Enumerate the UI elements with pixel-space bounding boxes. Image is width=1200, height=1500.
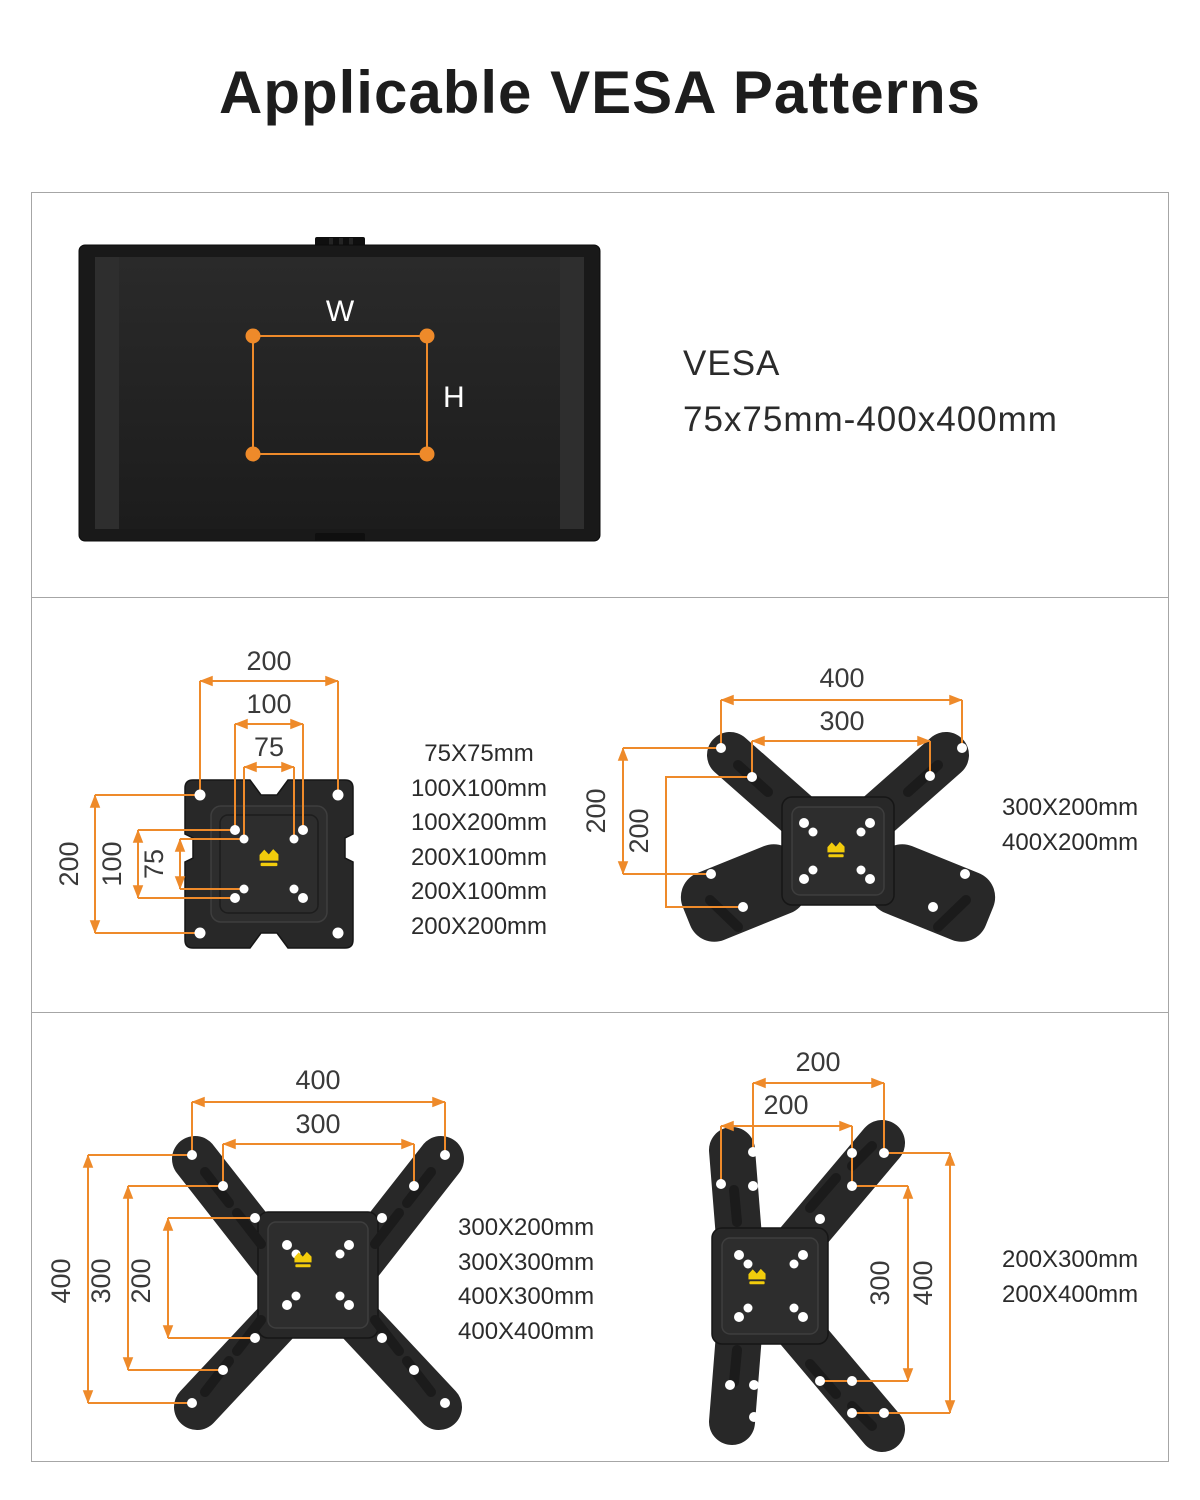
dim-label: 200 xyxy=(54,841,84,886)
vesa-range: 75x75mm-400x400mm xyxy=(683,400,1058,439)
dim-label: 300 xyxy=(86,1258,116,1303)
tv-back-graphic: W H xyxy=(78,237,601,542)
plate-x-body xyxy=(172,1136,464,1430)
dim-label: 400 xyxy=(295,1065,340,1095)
dim-label: 200 xyxy=(763,1090,808,1120)
vesa-size: 100X100mm xyxy=(410,774,548,802)
vesa-title: VESA xyxy=(683,344,781,383)
vesa-size: 200X300mm xyxy=(1002,1246,1139,1273)
vesa-size: 200X200mm xyxy=(410,912,548,940)
plate-tall-size-list: 200X300mm 200X400mm xyxy=(1002,1243,1138,1312)
dim-label: 200 xyxy=(581,788,611,833)
page-title: Applicable VESA Patterns xyxy=(219,59,981,126)
plate-wide-holes xyxy=(706,743,970,912)
plate-x-diagram: 400 300 400 300 200 xyxy=(46,1065,464,1430)
vesa-size: 200X100mm xyxy=(410,843,548,871)
vesa-size: 400X400mm xyxy=(458,1317,595,1345)
vesa-size: 400X200mm xyxy=(1002,828,1139,856)
vesa-hole-dot xyxy=(245,328,261,344)
plate-x-size-list: 300X200mm 300X300mm 400X300mm 400X400mm xyxy=(458,1211,594,1349)
dim-label: 200 xyxy=(624,808,654,853)
dim-label: 200 xyxy=(246,646,291,676)
vesa-hole-dot xyxy=(419,328,435,344)
plate-small-holes xyxy=(194,789,344,939)
height-label: H xyxy=(443,381,465,414)
dim-label: 200 xyxy=(126,1258,156,1303)
vesa-size: 200X400mm xyxy=(1002,1280,1139,1308)
dim-label: 300 xyxy=(295,1109,340,1139)
dim-label: 200 xyxy=(795,1047,840,1077)
dim-label: 100 xyxy=(246,689,291,719)
dim-label: 400 xyxy=(46,1258,76,1303)
plate-tall-holes xyxy=(716,1147,889,1422)
plate-small-diagram: 200 100 75 200 100 75 xyxy=(54,646,354,949)
vesa-size: 300X200mm xyxy=(1002,794,1139,821)
vesa-size: 400X300mm xyxy=(458,1283,595,1310)
vesa-size: 100X200mm xyxy=(410,809,548,836)
dim-label: 75 xyxy=(139,849,169,879)
dim-label: 300 xyxy=(865,1260,895,1305)
dim-label: 100 xyxy=(97,841,127,886)
dim-label: 400 xyxy=(908,1260,938,1305)
vesa-size: 300X300mm xyxy=(458,1248,595,1276)
plate-small-size-list: 75X75mm 100X100mm 100X200mm 200X100mm 20… xyxy=(396,737,562,944)
vesa-size: 75X75mm xyxy=(424,740,534,767)
vesa-pattern-rect xyxy=(252,335,428,455)
vesa-hole-dot xyxy=(419,446,435,462)
plate-tall-diagram: 200 200 300 400 xyxy=(709,1047,956,1452)
width-label: W xyxy=(326,295,355,328)
dim-label: 75 xyxy=(254,732,284,762)
vesa-size: 300X200mm xyxy=(458,1214,595,1241)
plate-wide-size-list: 300X200mm 400X200mm xyxy=(1002,791,1138,860)
vesa-range-block: VESA 75x75mm-400x400mm xyxy=(683,344,1058,440)
plate-wide-diagram: 400 300 200 200 xyxy=(581,663,996,942)
vesa-hole-dot xyxy=(245,446,261,462)
dim-label: 400 xyxy=(819,663,864,693)
dim-label: 300 xyxy=(819,706,864,736)
vesa-size: 200X100mm xyxy=(410,878,548,905)
